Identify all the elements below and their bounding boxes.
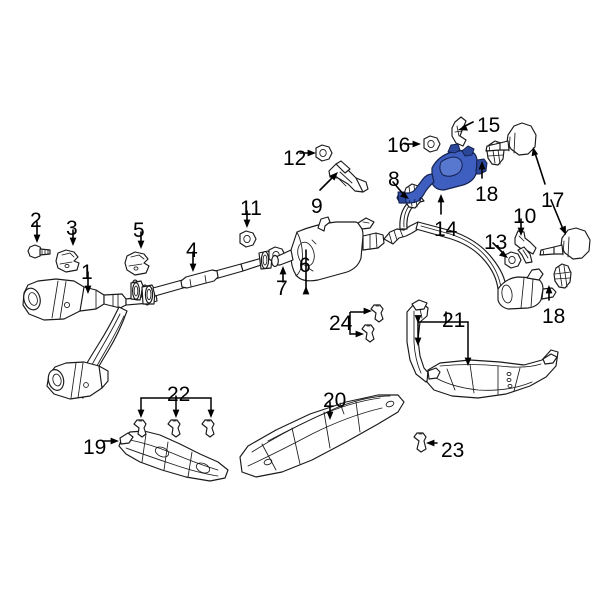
callout-label-4[interactable]: 4 xyxy=(186,239,198,262)
part-hanger-insulator-18-lower xyxy=(553,263,572,289)
part-rear-heat-shield-21 xyxy=(406,299,559,399)
callout-label-18[interactable]: 18 xyxy=(475,183,499,206)
part-rear-small-muffler xyxy=(497,268,557,310)
callout-label-16[interactable]: 16 xyxy=(387,134,411,157)
callout-label-11[interactable]: 11 xyxy=(240,197,262,220)
callout-label-24[interactable]: 24 xyxy=(329,312,353,335)
callout-label-22[interactable]: 22 xyxy=(167,383,191,406)
part-floor-pan-heat-shield-20 xyxy=(239,394,405,478)
callout-label-18-lower[interactable]: 18 xyxy=(542,305,566,328)
part-bracket-clip-5 xyxy=(124,251,150,276)
part-nut-12 xyxy=(315,144,333,162)
callout-label-1[interactable]: 1 xyxy=(81,261,93,284)
part-hanger-rod-10 xyxy=(514,230,537,264)
callout-label-12[interactable]: 12 xyxy=(283,147,307,170)
callout-label-14[interactable]: 14 xyxy=(434,218,458,241)
callout-label-5[interactable]: 5 xyxy=(133,219,145,242)
part-rear-muffler-resonator-highlighted xyxy=(396,143,488,204)
callout-label-10[interactable]: 10 xyxy=(513,205,537,228)
callout-label-20[interactable]: 20 xyxy=(323,389,347,412)
part-bolts-22 xyxy=(133,419,215,438)
part-bracket-clip-3 xyxy=(55,249,80,273)
callout-label-7[interactable]: 7 xyxy=(276,277,288,300)
part-exhaust-tip-17-lower xyxy=(539,227,591,260)
part-intermediate-exhaust-pipe xyxy=(141,250,273,306)
callout-label-6[interactable]: 6 xyxy=(299,254,311,277)
part-nut-13 xyxy=(504,251,522,269)
callout-label-21[interactable]: 21 xyxy=(442,309,466,332)
callout-label-8[interactable]: 8 xyxy=(388,168,400,191)
part-hanger-bracket-15 xyxy=(451,116,467,147)
callout-label-2[interactable]: 2 xyxy=(30,209,42,232)
part-bolt-2 xyxy=(27,244,51,259)
callout-label-17[interactable]: 17 xyxy=(541,189,565,212)
part-bolt-23 xyxy=(413,432,427,453)
part-bolts-24 xyxy=(361,304,384,343)
part-heat-shield-19 xyxy=(118,430,229,482)
part-center-muffler xyxy=(271,216,385,282)
callout-label-3[interactable]: 3 xyxy=(66,217,78,240)
part-nut-11 xyxy=(239,230,257,248)
part-front-catalytic-converter-assembly xyxy=(22,278,158,400)
part-nut-16 xyxy=(423,135,441,153)
callout-label-9[interactable]: 9 xyxy=(311,195,323,218)
callout-label-15[interactable]: 15 xyxy=(477,114,501,137)
leader-lines xyxy=(33,121,566,447)
callout-label-19[interactable]: 19 xyxy=(83,436,107,459)
part-exhaust-tip-17-upper xyxy=(485,122,537,156)
callout-label-13[interactable]: 13 xyxy=(484,231,508,254)
callout-label-23[interactable]: 23 xyxy=(441,439,465,462)
